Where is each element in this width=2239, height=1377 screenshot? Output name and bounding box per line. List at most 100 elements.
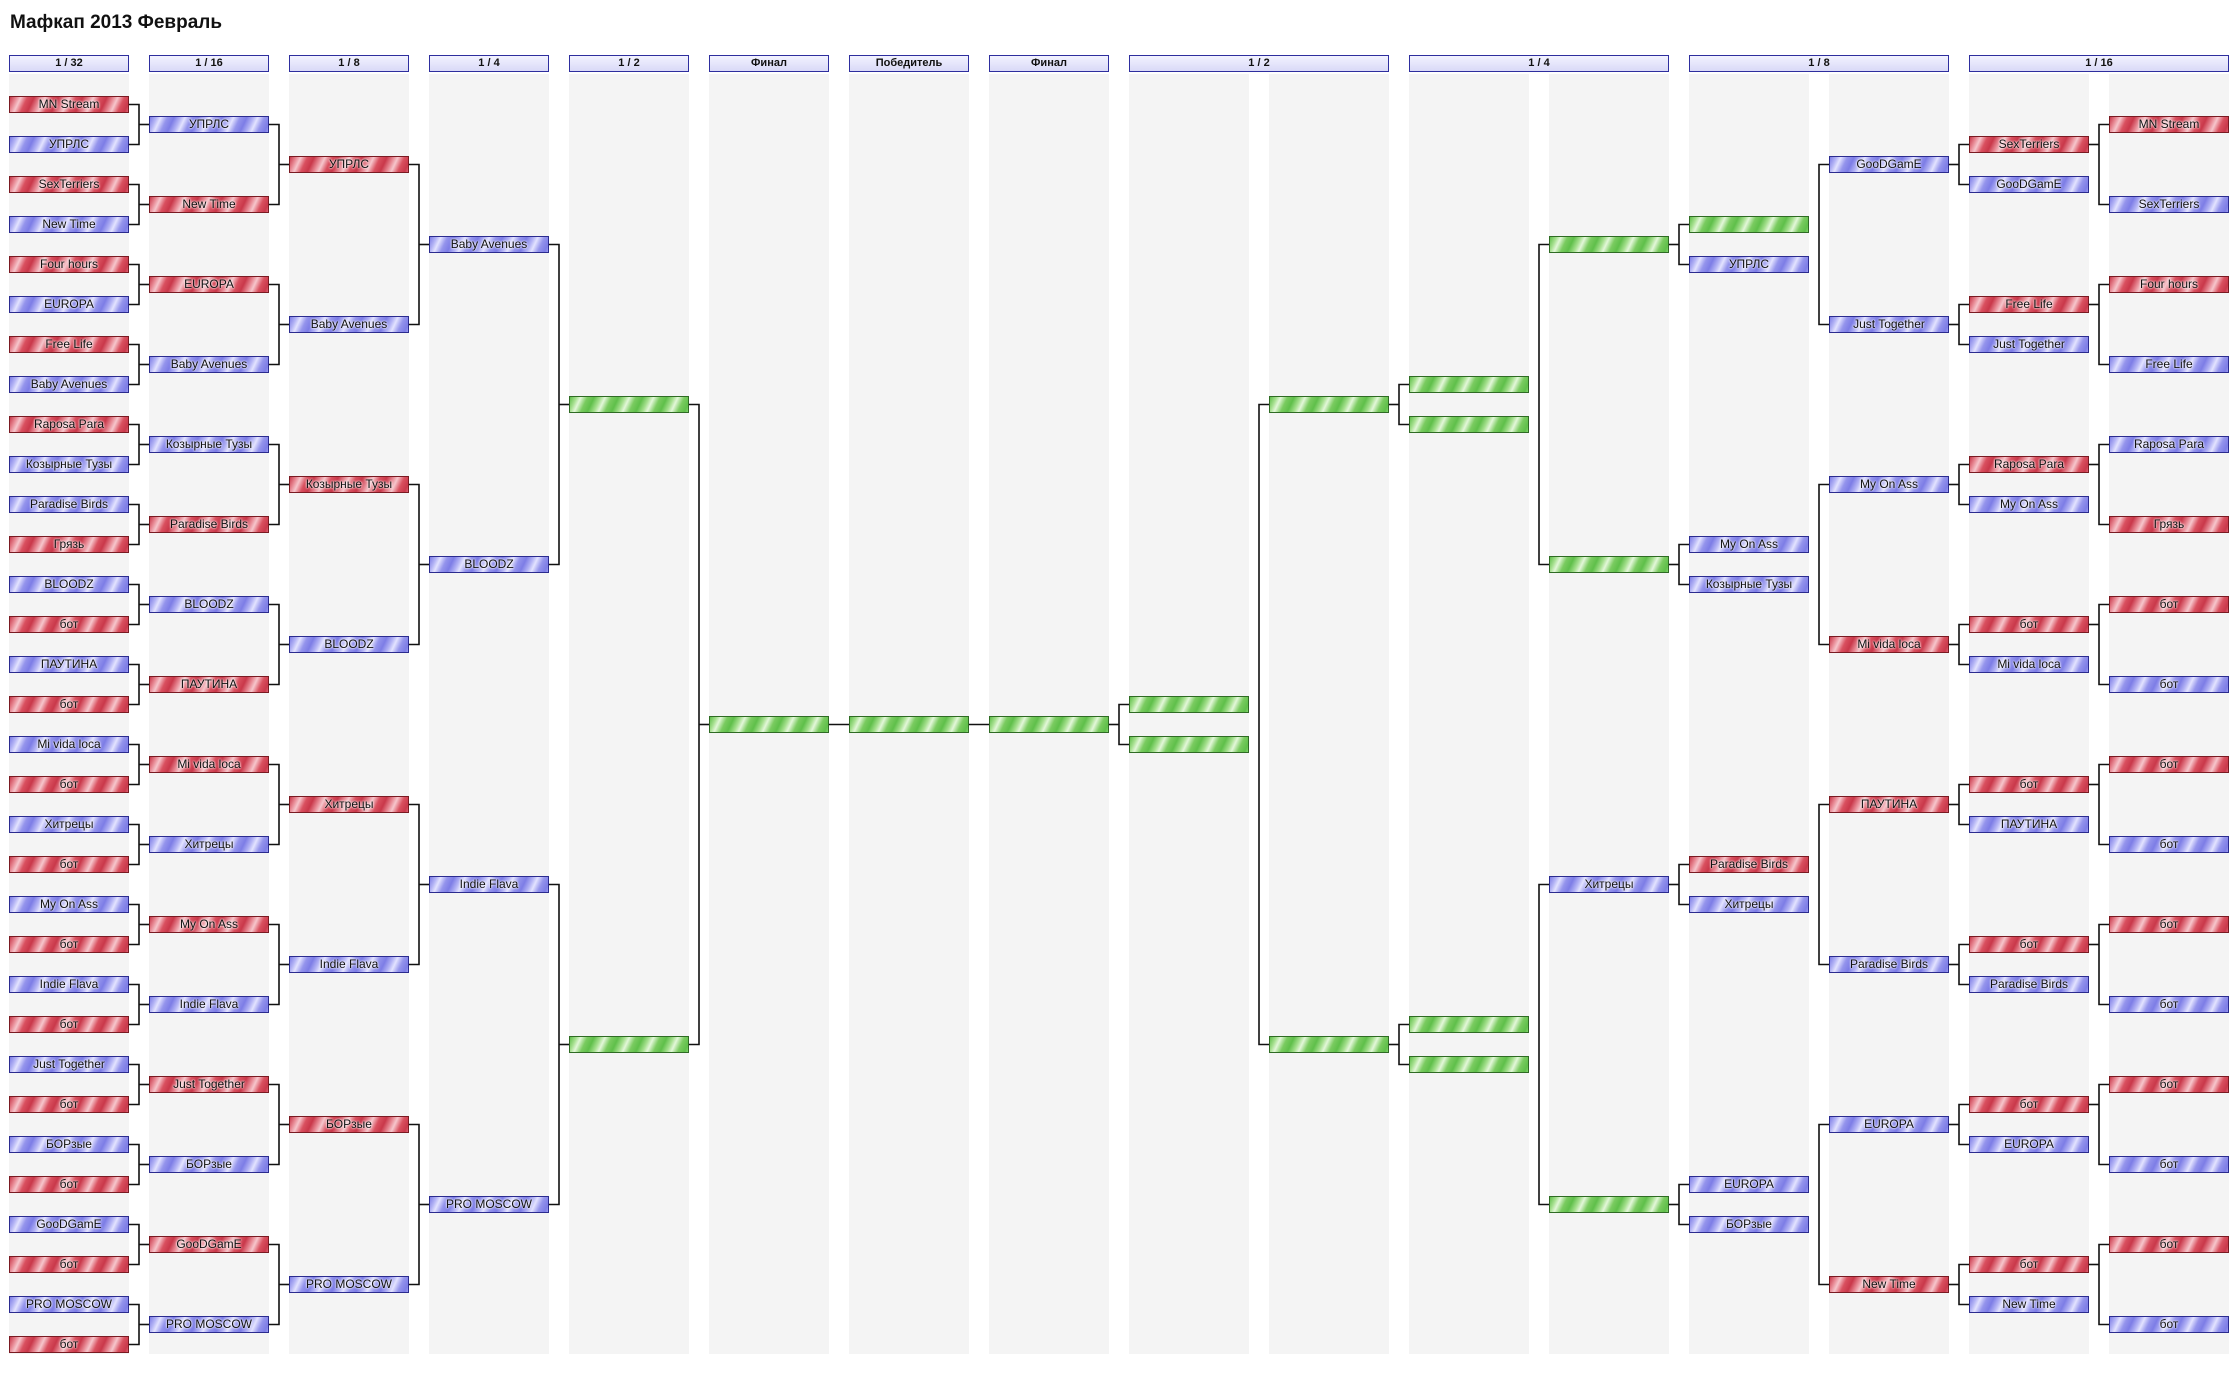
team-slot[interactable] <box>1409 376 1529 393</box>
team-slot[interactable] <box>1409 1016 1529 1033</box>
team-slot[interactable]: Mi vida loca <box>1829 636 1949 653</box>
team-slot[interactable]: Paradise Birds <box>9 496 129 513</box>
team-slot[interactable]: Raposa Para <box>2109 436 2229 453</box>
team-slot[interactable]: Baby Avenues <box>149 356 269 373</box>
team-slot[interactable]: бот <box>2109 996 2229 1013</box>
team-slot[interactable] <box>1129 696 1249 713</box>
team-slot[interactable]: бот <box>9 1256 129 1273</box>
team-slot[interactable]: бот <box>9 1016 129 1033</box>
team-slot[interactable]: GooDGamE <box>149 1236 269 1253</box>
team-slot[interactable]: EUROPA <box>149 276 269 293</box>
team-slot[interactable]: New Time <box>149 196 269 213</box>
team-slot[interactable] <box>1409 416 1529 433</box>
team-slot[interactable]: бот <box>2109 836 2229 853</box>
team-slot[interactable]: Mi vida loca <box>149 756 269 773</box>
team-slot[interactable]: бот <box>2109 1156 2229 1173</box>
team-slot[interactable]: Just Together <box>1969 336 2089 353</box>
team-slot[interactable]: Mi vida loca <box>9 736 129 753</box>
team-slot[interactable]: Indie Flava <box>289 956 409 973</box>
team-slot[interactable]: бот <box>2109 756 2229 773</box>
team-slot[interactable]: PRO MOSCOW <box>429 1196 549 1213</box>
team-slot[interactable]: ПАУТИНА <box>1829 796 1949 813</box>
team-slot[interactable]: бот <box>9 1096 129 1113</box>
team-slot[interactable]: бот <box>2109 916 2229 933</box>
team-slot[interactable]: BLOODZ <box>429 556 549 573</box>
team-slot[interactable]: Paradise Birds <box>1829 956 1949 973</box>
team-slot[interactable]: PRO MOSCOW <box>149 1316 269 1333</box>
team-slot[interactable] <box>1129 736 1249 753</box>
team-slot[interactable]: Baby Avenues <box>289 316 409 333</box>
team-slot[interactable]: бот <box>9 696 129 713</box>
team-slot[interactable]: GooDGamE <box>1829 156 1949 173</box>
team-slot[interactable]: SexTerriers <box>1969 136 2089 153</box>
team-slot[interactable]: Indie Flava <box>429 876 549 893</box>
team-slot[interactable]: УПРЛС <box>9 136 129 153</box>
team-slot[interactable]: бот <box>1969 936 2089 953</box>
team-slot[interactable]: бот <box>2109 596 2229 613</box>
team-slot[interactable] <box>1269 1036 1389 1053</box>
team-slot[interactable]: бот <box>1969 1256 2089 1273</box>
team-slot[interactable]: Грязь <box>2109 516 2229 533</box>
team-slot[interactable]: бот <box>1969 776 2089 793</box>
team-slot[interactable] <box>709 716 829 733</box>
team-slot[interactable] <box>1549 1196 1669 1213</box>
team-slot[interactable]: Paradise Birds <box>1689 856 1809 873</box>
team-slot[interactable]: Baby Avenues <box>429 236 549 253</box>
team-slot[interactable]: Raposa Para <box>1969 456 2089 473</box>
team-slot[interactable]: бот <box>2109 676 2229 693</box>
team-slot[interactable]: Хитрецы <box>1689 896 1809 913</box>
team-slot[interactable] <box>1549 556 1669 573</box>
team-slot[interactable]: My On Ass <box>1689 536 1809 553</box>
team-slot[interactable]: УПРЛС <box>1689 256 1809 273</box>
team-slot[interactable]: Хитрецы <box>1549 876 1669 893</box>
team-slot[interactable]: EUROPA <box>9 296 129 313</box>
team-slot[interactable] <box>1689 216 1809 233</box>
team-slot[interactable]: EUROPA <box>1829 1116 1949 1133</box>
team-slot[interactable]: Four hours <box>9 256 129 273</box>
team-slot[interactable]: Free Life <box>2109 356 2229 373</box>
team-slot[interactable]: бот <box>2109 1316 2229 1333</box>
team-slot[interactable]: бот <box>9 616 129 633</box>
team-slot[interactable]: Indie Flava <box>149 996 269 1013</box>
team-slot[interactable]: БОРзые <box>289 1116 409 1133</box>
team-slot[interactable]: MN Stream <box>2109 116 2229 133</box>
team-slot[interactable]: GooDGamE <box>9 1216 129 1233</box>
team-slot[interactable]: Raposa Para <box>9 416 129 433</box>
team-slot[interactable]: Mi vida loca <box>1969 656 2089 673</box>
team-slot[interactable]: БОРзые <box>149 1156 269 1173</box>
team-slot[interactable]: ПАУТИНА <box>149 676 269 693</box>
team-slot[interactable] <box>1549 236 1669 253</box>
team-slot[interactable]: УПРЛС <box>149 116 269 133</box>
team-slot[interactable]: Indie Flava <box>9 976 129 993</box>
team-slot[interactable]: PRO MOSCOW <box>289 1276 409 1293</box>
team-slot[interactable]: BLOODZ <box>9 576 129 593</box>
team-slot[interactable]: бот <box>9 856 129 873</box>
team-slot[interactable]: бот <box>9 776 129 793</box>
team-slot[interactable]: Just Together <box>149 1076 269 1093</box>
team-slot[interactable]: ПАУТИНА <box>9 656 129 673</box>
team-slot[interactable]: БОРзые <box>1689 1216 1809 1233</box>
team-slot[interactable]: EUROPA <box>1969 1136 2089 1153</box>
team-slot[interactable]: Хитрецы <box>289 796 409 813</box>
team-slot[interactable] <box>849 716 969 733</box>
team-slot[interactable] <box>1269 396 1389 413</box>
team-slot[interactable]: PRO MOSCOW <box>9 1296 129 1313</box>
team-slot[interactable]: Baby Avenues <box>9 376 129 393</box>
team-slot[interactable]: ПАУТИНА <box>1969 816 2089 833</box>
team-slot[interactable]: бот <box>9 1336 129 1353</box>
team-slot[interactable]: Just Together <box>1829 316 1949 333</box>
team-slot[interactable]: New Time <box>9 216 129 233</box>
team-slot[interactable]: Козырные Тузы <box>9 456 129 473</box>
team-slot[interactable]: SexTerriers <box>9 176 129 193</box>
team-slot[interactable]: УПРЛС <box>289 156 409 173</box>
team-slot[interactable]: Хитрецы <box>9 816 129 833</box>
team-slot[interactable]: My On Ass <box>1969 496 2089 513</box>
team-slot[interactable]: MN Stream <box>9 96 129 113</box>
team-slot[interactable]: бот <box>9 1176 129 1193</box>
team-slot[interactable]: BLOODZ <box>289 636 409 653</box>
team-slot[interactable] <box>1409 1056 1529 1073</box>
team-slot[interactable]: My On Ass <box>1829 476 1949 493</box>
team-slot[interactable] <box>569 396 689 413</box>
team-slot[interactable]: БОРзые <box>9 1136 129 1153</box>
team-slot[interactable] <box>989 716 1109 733</box>
